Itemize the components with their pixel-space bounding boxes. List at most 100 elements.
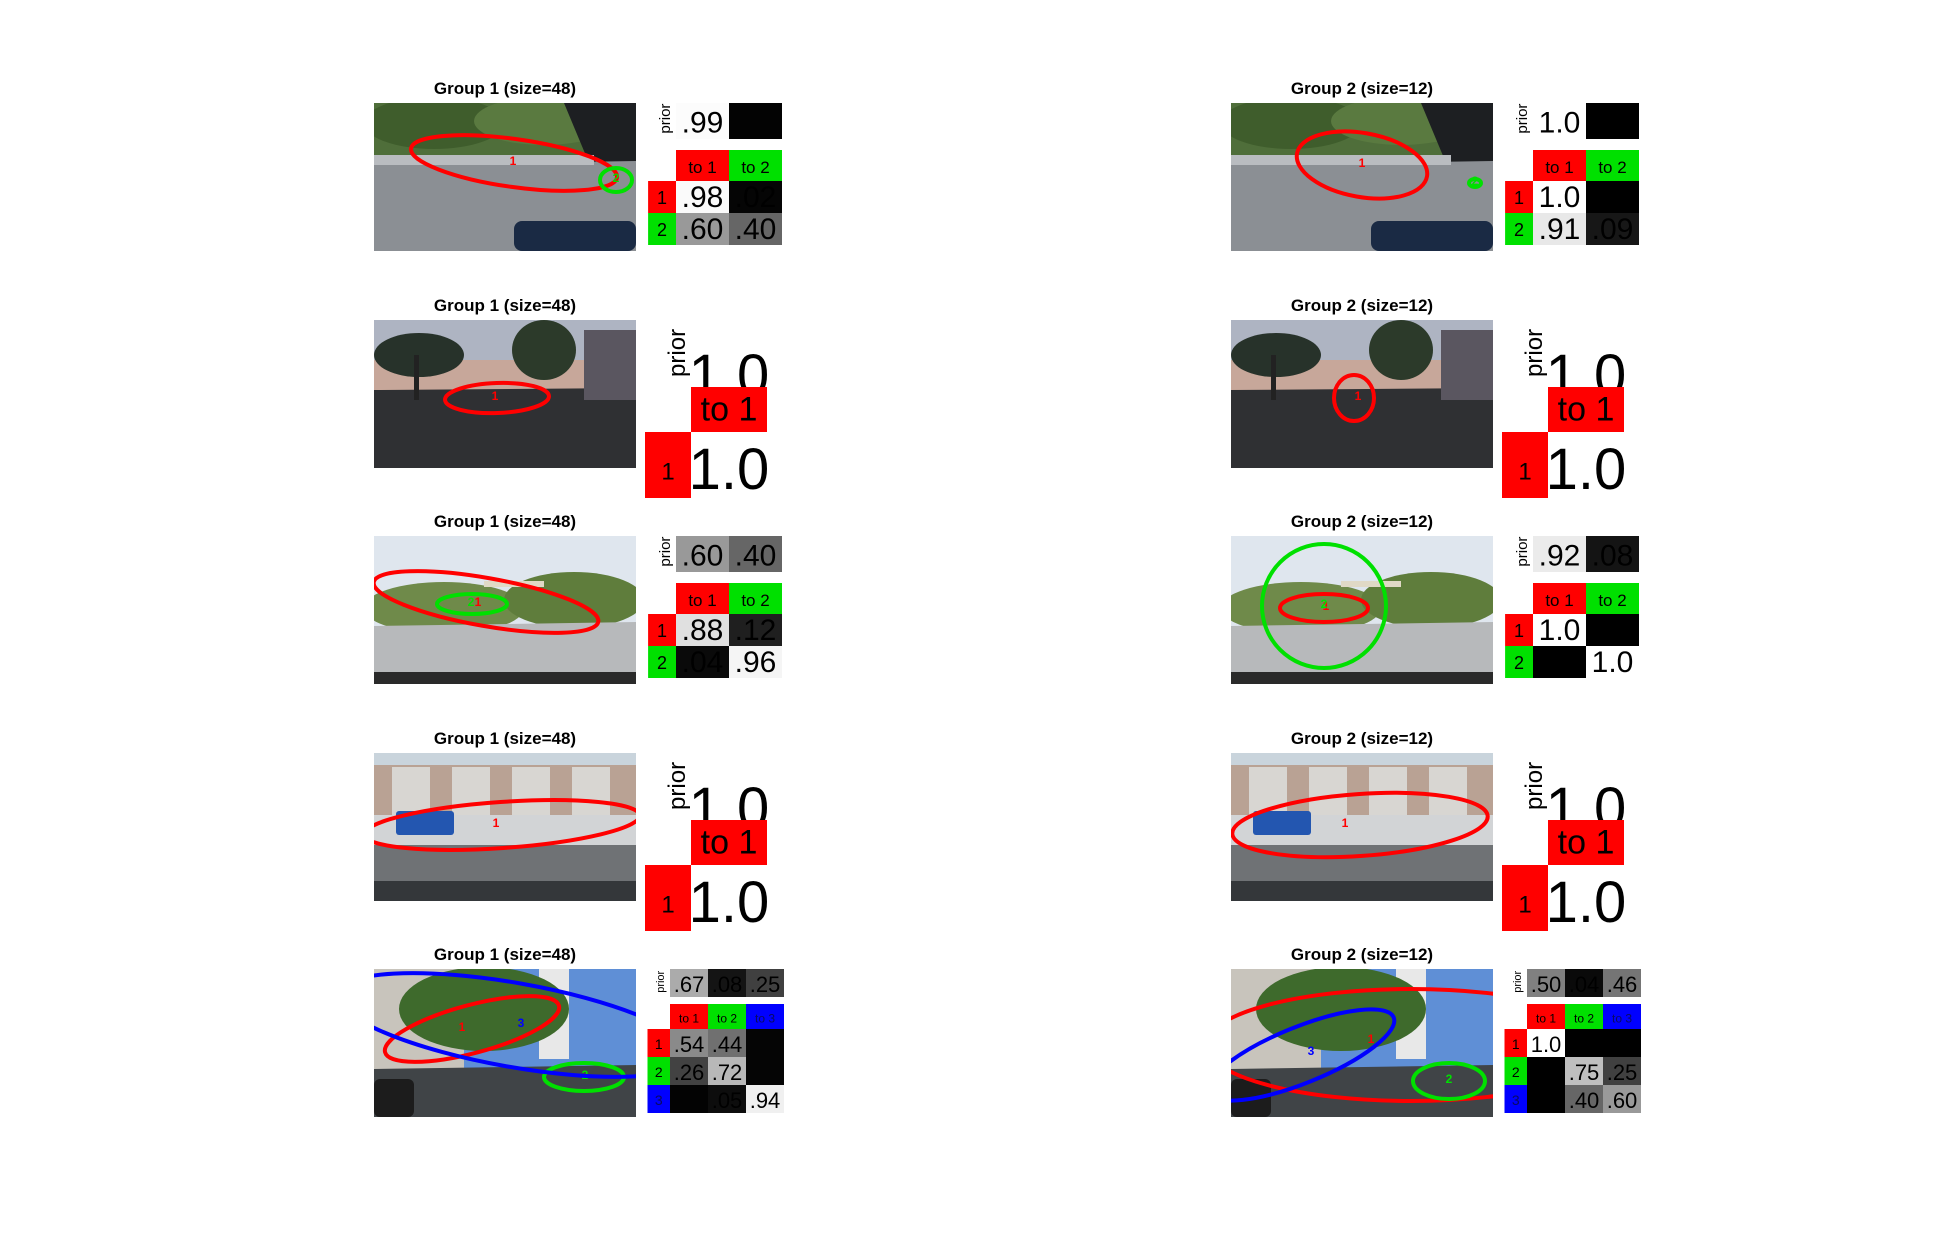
row-label: 1 <box>1514 621 1524 641</box>
parked-car <box>374 1079 414 1117</box>
transition-value: 1.0 <box>1546 870 1627 935</box>
transition-cell <box>1565 1057 1603 1085</box>
row-label-cell <box>1505 614 1533 646</box>
column-header: to 3 <box>755 1012 775 1026</box>
row-label: 3 <box>1512 1092 1520 1108</box>
transition-value: 1.0 <box>1592 646 1634 679</box>
prior-cell <box>1586 103 1639 139</box>
sky <box>374 753 636 765</box>
prior-value: .40 <box>735 540 777 573</box>
row-label: 2 <box>1512 1064 1520 1080</box>
transition-value: .60 <box>1607 1088 1638 1113</box>
transition-cell <box>1527 1085 1565 1113</box>
row-label-cell <box>1505 646 1533 678</box>
column-header-cell <box>1533 150 1586 181</box>
panel-title: Group 1 (size=48) <box>433 945 577 964</box>
state-2-ellipse <box>1467 177 1483 189</box>
state-1-label: 1 <box>492 389 499 403</box>
state-2-ellipse <box>598 166 634 194</box>
row-label: 1 <box>661 892 674 919</box>
column-header-cell <box>676 150 729 181</box>
prior-cell <box>729 103 782 139</box>
window <box>392 767 430 815</box>
state-1-ellipse <box>1231 790 1490 860</box>
transition-value: .25 <box>1607 1060 1638 1085</box>
row-label-cell <box>1502 865 1548 931</box>
transition-value: 1.0 <box>1531 1032 1562 1057</box>
scene-image: 12 <box>374 536 636 684</box>
transition-value: .05 <box>712 1088 743 1113</box>
column-header-cell <box>729 583 782 614</box>
state-1-label: 1 <box>459 1020 466 1034</box>
row-label-cell <box>648 646 676 678</box>
row-label: 1 <box>655 1036 663 1052</box>
row-label: 1 <box>657 188 667 208</box>
row-label-cell <box>647 1029 670 1057</box>
transition-cell <box>1586 614 1639 646</box>
road <box>374 622 636 684</box>
column-header-cell <box>1548 820 1624 865</box>
panel-title: Group 2 (size=12) <box>1290 729 1434 748</box>
column-header: to 2 <box>1598 591 1626 610</box>
scene-image: 12 <box>1231 103 1493 251</box>
column-header: to 1 <box>701 823 758 861</box>
prior-cell <box>1603 969 1641 997</box>
row-label-cell <box>648 213 676 245</box>
column-header-cell <box>1527 1004 1565 1029</box>
transition-cell <box>1565 1029 1603 1057</box>
ellipse-layer: 12 <box>408 133 634 194</box>
state-1-label: 1 <box>1323 599 1330 613</box>
column-header-cell <box>691 820 767 865</box>
ellipse-layer: 123 <box>1231 987 1493 1103</box>
panel-title: Group 2 (size=12) <box>1290 296 1434 315</box>
row-label-cell <box>1504 1029 1527 1057</box>
row-label-cell <box>645 432 691 498</box>
transition-cell <box>708 1029 746 1057</box>
row-label: 3 <box>655 1092 663 1108</box>
prior-value: .25 <box>750 972 781 997</box>
transition-cell <box>746 1029 784 1057</box>
prior-label: prior <box>1512 970 1524 992</box>
dashboard <box>1231 881 1493 901</box>
transition-cell <box>746 1085 784 1113</box>
state-1-label: 1 <box>1342 816 1349 830</box>
prior-value: .08 <box>712 972 743 997</box>
transition-value: 1.0 <box>689 437 770 502</box>
transition-cell <box>729 614 782 646</box>
scene-background <box>374 753 636 901</box>
prior-cell <box>676 536 729 572</box>
prior-cell <box>1533 536 1586 572</box>
column-header-cell <box>691 387 767 432</box>
road <box>374 388 636 468</box>
scene-image: 12 <box>1231 536 1493 684</box>
prior-cell <box>708 969 746 997</box>
ellipse-layer: 1 <box>374 798 636 852</box>
row-label: 1 <box>1512 1036 1520 1052</box>
transition-cell <box>1603 1029 1641 1057</box>
transition-cell <box>729 213 782 245</box>
transition-cell <box>1586 646 1639 678</box>
column-header: to 1 <box>1545 158 1573 177</box>
dashboard <box>514 221 636 251</box>
state-1-label: 1 <box>1355 389 1362 403</box>
prior-label: prior <box>664 762 691 810</box>
bus <box>396 811 454 835</box>
row-label-cell <box>645 865 691 931</box>
column-header: to 1 <box>1558 823 1615 861</box>
scene-image: 12 <box>374 103 636 251</box>
state-1-ellipse <box>443 380 551 416</box>
window <box>512 767 550 815</box>
prior-label: prior <box>664 329 691 377</box>
transition-cell <box>1565 1085 1603 1113</box>
scene-image: 123 <box>1231 969 1493 1117</box>
column-header: to 1 <box>701 390 758 428</box>
column-header: to 1 <box>1545 591 1573 610</box>
state-1-ellipse <box>374 569 601 635</box>
transition-cell <box>1533 181 1586 213</box>
palm-trunk <box>1271 355 1276 400</box>
